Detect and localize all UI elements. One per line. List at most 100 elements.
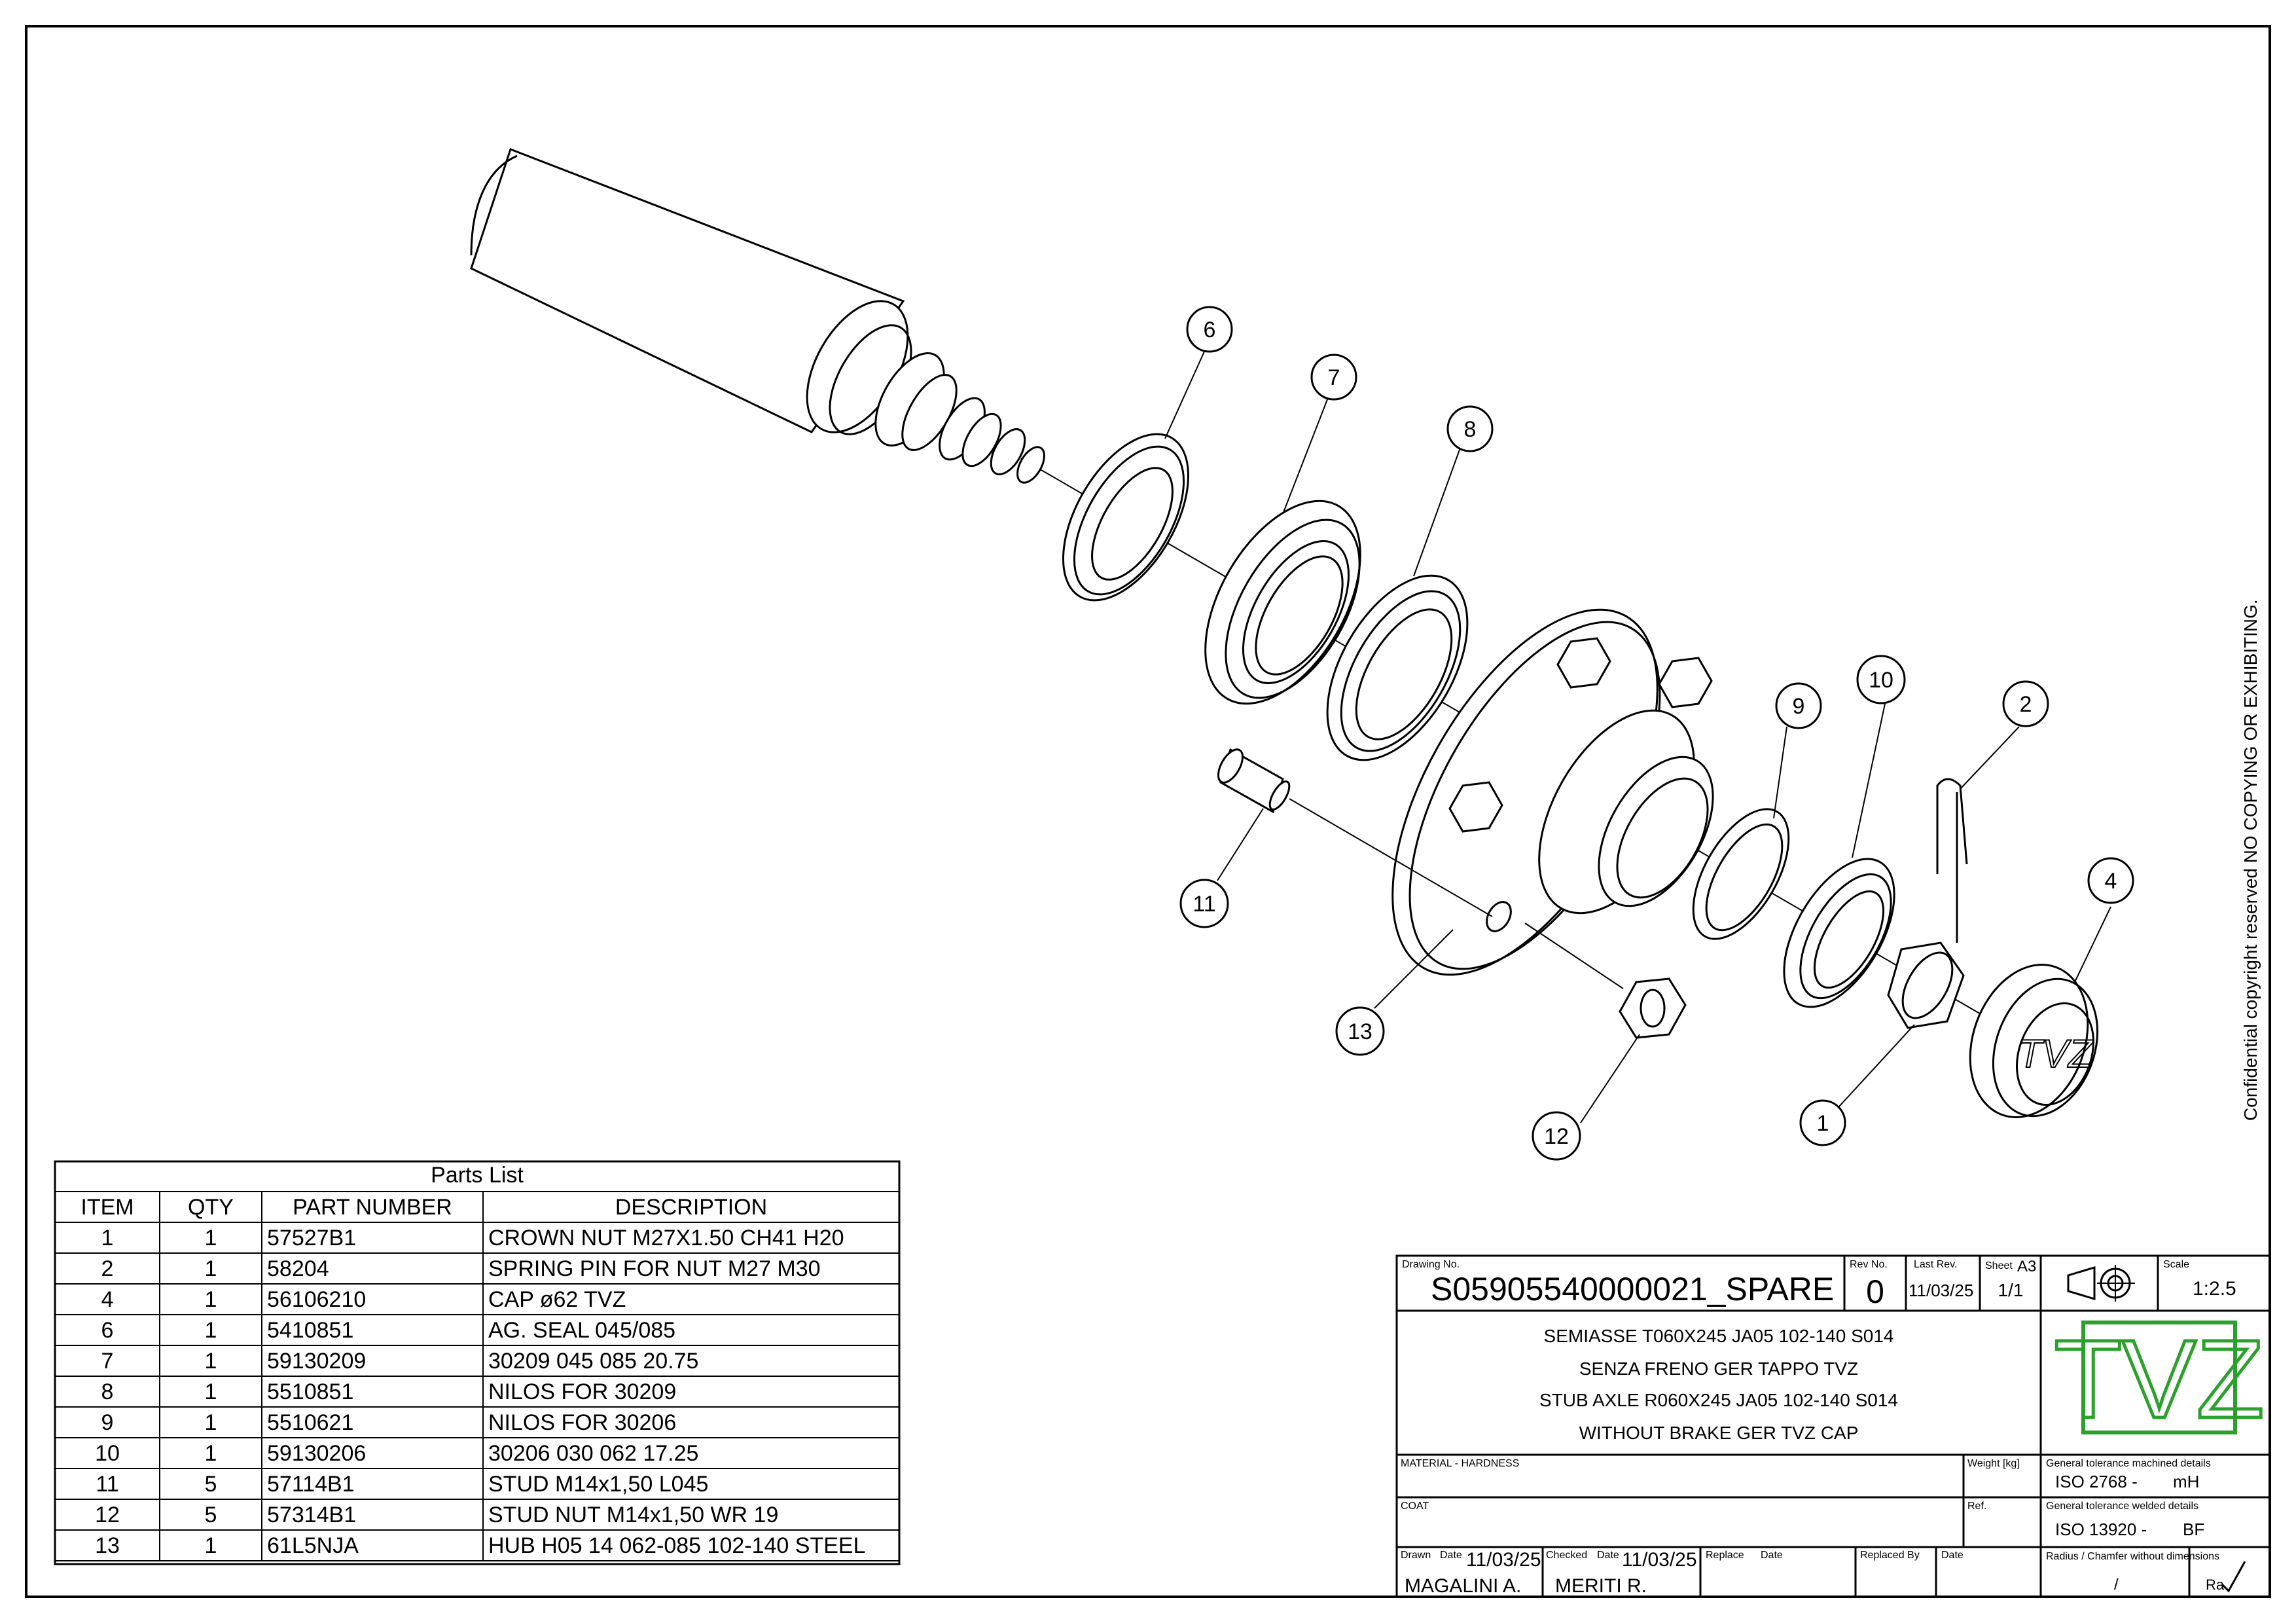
balloon-label: 13 — [1348, 1019, 1372, 1044]
parts-list-qty: 1 — [205, 1349, 217, 1374]
parts-list-description: 30206 030 062 17.25 — [488, 1441, 698, 1466]
ref-label: Ref. — [1967, 1501, 1986, 1512]
last-rev-label: Last Rev. — [1914, 1259, 1957, 1270]
parts-list-qty: 1 — [205, 1256, 217, 1281]
parts-list-qty: 1 — [205, 1441, 217, 1466]
parts-list-description: STUD M14x1,50 L045 — [488, 1472, 708, 1497]
balloon-8: 8 — [1446, 405, 1494, 452]
balloon-label: 10 — [1869, 668, 1893, 693]
parts-list-part-number: 57527B1 — [267, 1226, 356, 1250]
balloon-1: 1 — [1799, 1099, 1846, 1146]
part-nut-12 — [1524, 922, 1687, 1039]
balloon-label: 11 — [1193, 892, 1215, 917]
parts-list-item: 1 — [101, 1226, 114, 1250]
parts-list-part-number: 56106210 — [267, 1287, 366, 1312]
drawn-date: 11/03/25 — [1466, 1549, 1541, 1571]
parts-list-item: 13 — [95, 1533, 120, 1558]
balloon-13: 13 — [1335, 1006, 1385, 1056]
parts-list-qty: 1 — [205, 1410, 217, 1435]
drawn-by: MAGALINI A. — [1405, 1575, 1521, 1597]
balloon-2: 2 — [2002, 680, 2049, 727]
drawn-date-label: Date — [1440, 1550, 1462, 1561]
parts-list-header: PART NUMBER — [293, 1195, 452, 1220]
parts-list-item: 8 — [101, 1379, 114, 1404]
parts-list-qty: 1 — [205, 1379, 217, 1404]
balloon-label: 7 — [1328, 365, 1340, 390]
parts-list-header: DESCRIPTION — [615, 1195, 767, 1220]
tol-machined: ISO 2768 - — [2055, 1472, 2138, 1491]
balloon-label: 12 — [1544, 1124, 1569, 1149]
parts-list-item: 7 — [101, 1349, 114, 1374]
replace-date-label: Date — [1761, 1550, 1783, 1561]
parts-list-description: HUB H05 14 062-085 102-140 STEEL — [488, 1533, 865, 1558]
tvz-logo: TVZ — [2053, 1316, 2266, 1444]
item-balloons: 6 7 8 9 10 2 4 11 13 12 1 — [1179, 306, 2134, 1161]
description-line-3: STUB AXLE R060X245 JA05 102-140 S014 — [1539, 1390, 1898, 1410]
parts-list-qty: 1 — [205, 1226, 217, 1250]
parts-list-qty: 1 — [205, 1533, 217, 1558]
balloon-label: 2 — [2020, 692, 2032, 717]
leader-lines — [1164, 351, 2111, 1123]
parts-list-qty: 5 — [205, 1503, 217, 1527]
tol-machined-label: General tolerance machined details — [2046, 1458, 2211, 1469]
parts-list-part-number: 58204 — [267, 1256, 329, 1281]
tol-welded-class: BF — [2183, 1520, 2204, 1539]
scale: 1:2.5 — [2193, 1278, 2236, 1300]
parts-list-qty: 1 — [205, 1287, 217, 1312]
checked-date-label: Date — [1597, 1550, 1619, 1561]
coat-label: COAT — [1401, 1501, 1429, 1512]
balloon-label: 1 — [1817, 1111, 1829, 1136]
parts-list-description: AG. SEAL 045/085 — [488, 1318, 675, 1343]
parts-list-header: ITEM — [81, 1195, 134, 1220]
balloon-label: 4 — [2105, 869, 2117, 894]
drawing-no: S05905540000021_SPARE — [1431, 1271, 1834, 1307]
part-bearing-10 — [1783, 858, 1895, 1008]
parts-list-description: SPRING PIN FOR NUT M27 M30 — [488, 1256, 821, 1281]
balloon-label: 8 — [1464, 417, 1477, 442]
replace-label: Replace — [1706, 1550, 1744, 1561]
part-bearing-7 — [1204, 500, 1361, 705]
balloon-7: 7 — [1310, 354, 1357, 401]
parts-list-part-number: 59130209 — [267, 1349, 366, 1374]
parts-list-description: 30209 045 085 20.75 — [488, 1349, 698, 1374]
drawing-no-label: Drawing No. — [1402, 1259, 1460, 1270]
parts-list-qty: 5 — [205, 1472, 217, 1497]
assembly-drawing: TVZ — [470, 148, 2111, 1123]
parts-list-description: NILOS FOR 30209 — [488, 1379, 676, 1404]
parts-list-item: 6 — [101, 1318, 114, 1343]
radius-label: Radius / Chamfer without dimensions — [2046, 1551, 2219, 1562]
checked-by: MERITI R. — [1555, 1575, 1647, 1597]
replaced-by-label: Replaced By — [1860, 1550, 1920, 1561]
rev-no-label: Rev No. — [1850, 1259, 1888, 1270]
balloon-label: 6 — [1204, 318, 1216, 342]
part-crown-nut-1 — [1887, 941, 1965, 1029]
parts-list-description: CAP ø62 TVZ — [488, 1287, 626, 1312]
roughness-check-icon — [2221, 1561, 2246, 1593]
ra-label: Ra — [2206, 1577, 2225, 1593]
projection-symbol-icon — [2067, 1265, 2135, 1302]
balloon-12: 12 — [1532, 1111, 1581, 1161]
parts-list-description: NILOS FOR 30206 — [488, 1410, 676, 1435]
sheet-border — [25, 25, 2271, 1598]
parts-list-description: STUD NUT M14x1,50 WR 19 — [488, 1503, 778, 1527]
parts-list-title: Parts List — [431, 1163, 524, 1188]
parts-list-part-number: 59130206 — [267, 1441, 366, 1466]
balloon-6: 6 — [1186, 306, 1233, 353]
description-line-2: SENZA FRENO GER TAPPO TVZ — [1579, 1359, 1858, 1379]
parts-list-part-number: 5510621 — [267, 1410, 353, 1435]
parts-list-part-number: 61L5NJA — [267, 1533, 359, 1558]
radius-value: / — [2114, 1576, 2119, 1594]
parts-list-part-number: 5410851 — [267, 1318, 353, 1343]
parts-list-item: 11 — [96, 1472, 118, 1497]
parts-list-item: 9 — [101, 1410, 114, 1435]
last-rev: 11/03/25 — [1909, 1281, 1973, 1300]
sheet-size: A3 — [2017, 1258, 2036, 1275]
parts-list-description: CROWN NUT M27X1.50 CH41 H20 — [488, 1226, 844, 1250]
parts-list-header: QTY — [188, 1195, 234, 1220]
scale-label: Scale — [2163, 1259, 2189, 1270]
axle-tube — [470, 148, 1045, 484]
parts-list-table: Parts List ITEM QTY PART NUMBER DESCRIPTION… — [54, 1160, 901, 1565]
parts-list-frame — [54, 1160, 901, 1565]
parts-list-part-number: 57114B1 — [267, 1472, 355, 1497]
